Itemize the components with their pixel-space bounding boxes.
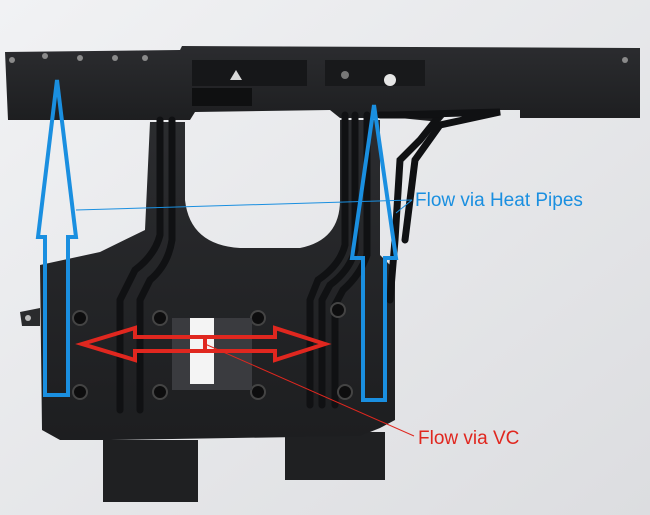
heat-pipe-leader-lines: [75, 199, 413, 214]
heat-pipe-flow-arrows: [35, 79, 399, 402]
bottom-tab-right: [285, 432, 385, 480]
bottom-tab-left: [103, 440, 198, 502]
vc-leader-line: [204, 343, 415, 437]
top-screws: [9, 53, 628, 63]
top-bracket: [5, 46, 640, 122]
heat-pipes-label: Flow via Heat Pipes: [415, 190, 583, 211]
plate-screws: [72, 302, 353, 400]
vc-label: Flow via VC: [418, 428, 520, 449]
